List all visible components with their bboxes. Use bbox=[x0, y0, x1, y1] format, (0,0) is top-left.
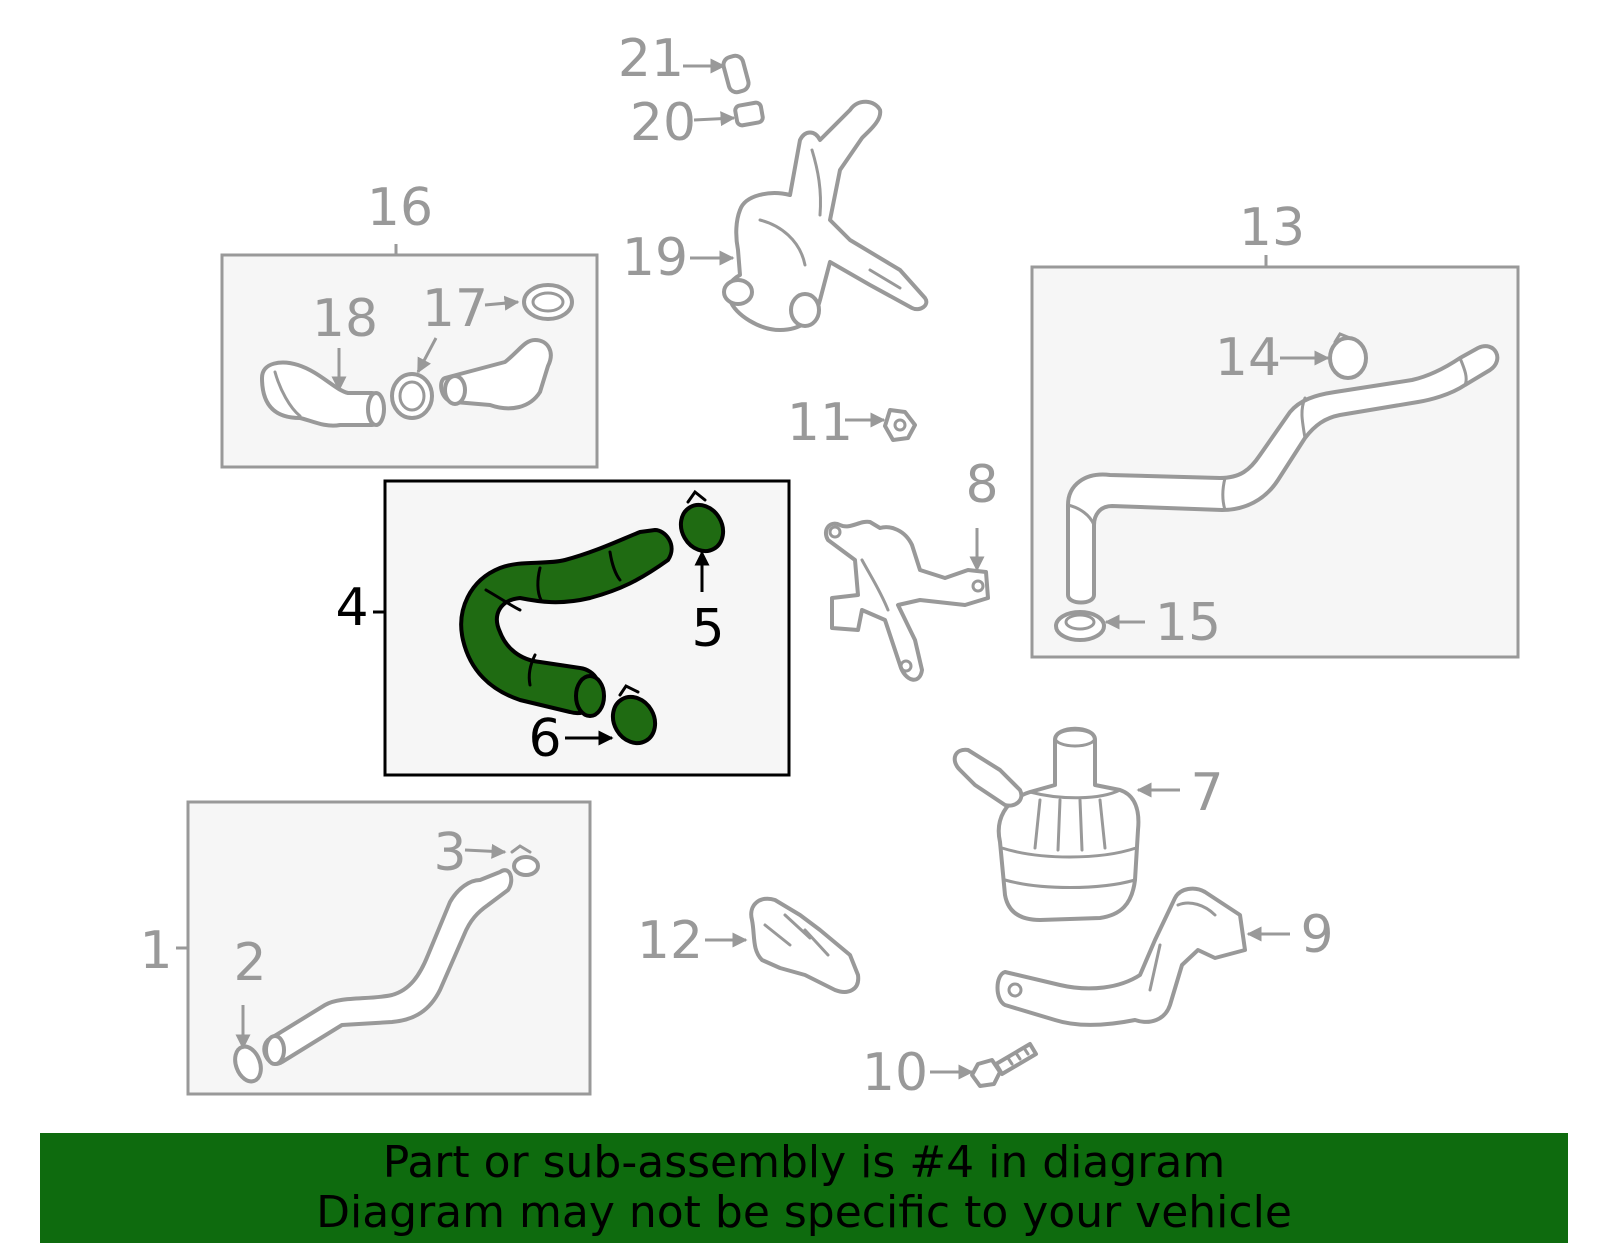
callout-9[interactable]: 9 bbox=[1300, 905, 1333, 965]
group-4-box-selected[interactable] bbox=[373, 479, 791, 777]
part-11-nut[interactable] bbox=[883, 408, 917, 442]
part-14-clamp[interactable] bbox=[1328, 332, 1368, 380]
part-21-plug[interactable] bbox=[721, 53, 751, 95]
callout-8[interactable]: 8 bbox=[965, 455, 998, 515]
part-20-cap[interactable] bbox=[733, 100, 765, 128]
callout-14[interactable]: 14 bbox=[1215, 328, 1281, 388]
callout-5[interactable]: 5 bbox=[691, 599, 724, 659]
callout-3[interactable]: 3 bbox=[433, 823, 466, 883]
part-1-hose[interactable] bbox=[262, 868, 514, 1066]
part-7-water-pump[interactable] bbox=[952, 726, 1141, 922]
callout-1[interactable]: 1 bbox=[139, 921, 172, 981]
callout-6[interactable]: 6 bbox=[528, 709, 561, 769]
callout-17[interactable]: 17 bbox=[422, 279, 488, 339]
callout-11[interactable]: 11 bbox=[787, 393, 853, 453]
banner-line-1: Part or sub-assembly is #4 in diagram bbox=[382, 1137, 1226, 1188]
callout-10[interactable]: 10 bbox=[862, 1043, 928, 1103]
part-5-clamp-highlighted[interactable] bbox=[673, 489, 732, 559]
group-1-box[interactable] bbox=[176, 800, 592, 1096]
part-3-clamp[interactable] bbox=[510, 844, 540, 877]
part-9-bracket[interactable] bbox=[995, 886, 1247, 1027]
part-13-hose[interactable] bbox=[1066, 344, 1500, 605]
callout-2[interactable]: 2 bbox=[233, 933, 266, 993]
callout-19[interactable]: 19 bbox=[622, 228, 688, 288]
callout-15[interactable]: 15 bbox=[1155, 593, 1221, 653]
callout-12[interactable]: 12 bbox=[637, 911, 703, 971]
part-4-hose-highlighted[interactable] bbox=[459, 528, 674, 718]
part-12-sensor[interactable] bbox=[749, 896, 861, 994]
callout-16[interactable]: 16 bbox=[367, 178, 433, 238]
callout-20[interactable]: 20 bbox=[630, 93, 696, 153]
part-18-elbow[interactable] bbox=[260, 360, 386, 428]
callout-7[interactable]: 7 bbox=[1190, 763, 1223, 823]
part-8-bracket[interactable] bbox=[823, 519, 990, 682]
notice-banner: Part or sub-assembly is #4 in diagram Di… bbox=[40, 1133, 1568, 1243]
clamp-17-top[interactable] bbox=[522, 283, 574, 321]
part-19-thermostat-housing[interactable] bbox=[722, 99, 929, 332]
callout-4[interactable]: 4 bbox=[335, 578, 368, 638]
part-6-clamp-highlighted[interactable] bbox=[605, 684, 664, 751]
hose-segment-16[interactable] bbox=[439, 338, 553, 411]
part-15-clamp[interactable] bbox=[1054, 610, 1106, 642]
callout-13[interactable]: 13 bbox=[1239, 198, 1305, 258]
banner-line-2: Diagram may not be specific to your vehi… bbox=[316, 1187, 1292, 1238]
callout-18[interactable]: 18 bbox=[312, 289, 378, 349]
part-10-bolt[interactable] bbox=[970, 1042, 1038, 1088]
callout-21[interactable]: 21 bbox=[618, 29, 684, 89]
part-17-clamp-small[interactable] bbox=[390, 372, 434, 420]
